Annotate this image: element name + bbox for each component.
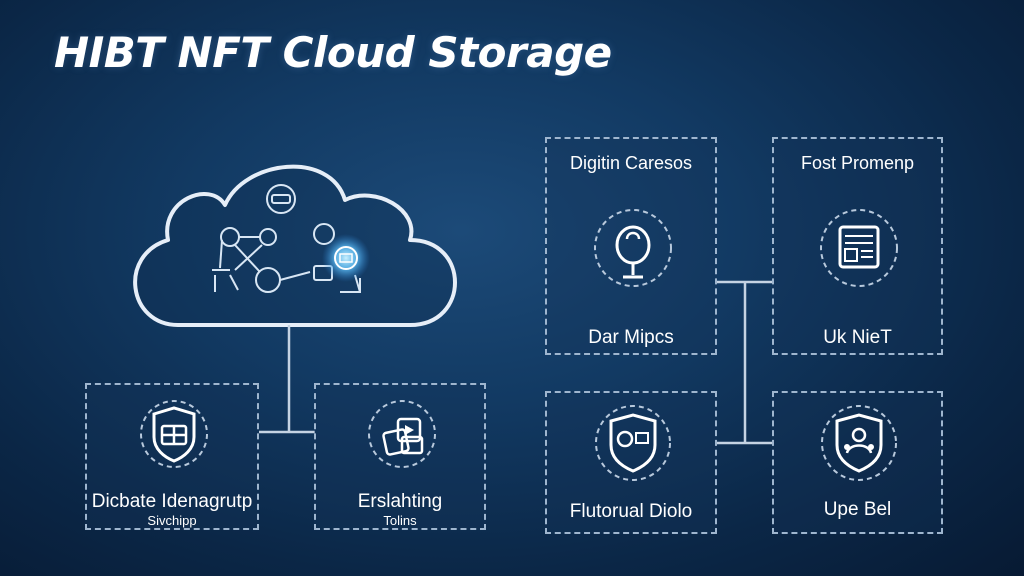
card-top-label: Digitin Caresos [569,153,693,173]
card-media[interactable]: Erslahting Tolins [314,383,486,530]
shield-icon [140,400,208,468]
card-fast-prompt[interactable]: Fost Promenp Uk NieT [772,137,943,355]
right-connector [717,280,772,445]
card-top-label: Fost Promenp [800,153,915,173]
card-identity[interactable]: Dicbate Idenagrutp Sivchipp [85,383,259,530]
shield-id-icon [595,405,671,481]
card-bottom-label: Dar Mipcs [588,327,674,348]
media-files-icon [368,400,436,468]
user-shield-icon [821,405,897,481]
cloud-network-icon [212,184,361,293]
card-sublabel: Tolins [383,513,417,528]
card-bottom-label: Uk NieT [823,327,892,348]
page-title: HIBT NFT Cloud Storage [54,28,612,77]
card-label: Flutorual Diolo [569,501,693,522]
document-icon [820,209,898,287]
glowing-node [322,234,370,282]
card-upe-bel[interactable]: Upe Bel [772,391,943,534]
card-digital-assets[interactable]: Digitin Caresos Dar Mipcs [545,137,717,355]
left-connector [259,325,315,434]
card-label: Upe Bel [823,499,892,520]
microphone-icon [594,209,672,287]
card-sublabel: Sivchipp [147,513,197,528]
card-label: Dicbate Idenagrutp [91,491,253,512]
card-tutorial[interactable]: Flutorual Diolo [545,391,717,534]
cloud-outline [133,164,457,327]
card-label: Erslahting [357,491,443,512]
